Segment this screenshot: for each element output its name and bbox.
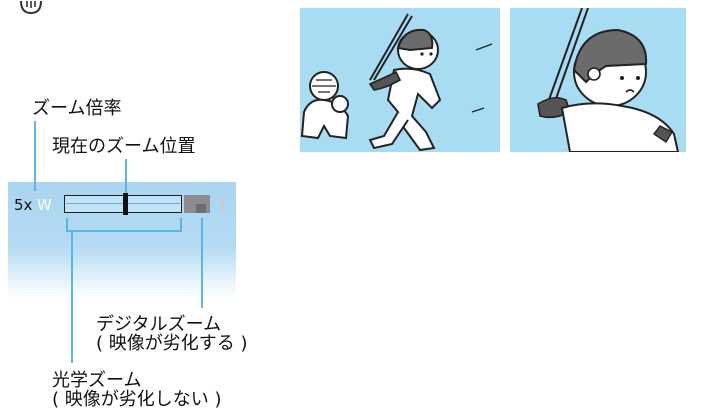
zoom-position-marker: [123, 193, 128, 215]
digital-zoom-leader: [201, 218, 203, 308]
current-position-label: 現在のズーム位置: [52, 136, 196, 157]
hand-icon: [18, 0, 44, 19]
digital-zoom-note: ( 映像が劣化する ): [96, 333, 248, 354]
wide-label: W: [37, 196, 52, 214]
optical-zoom-bracket: [66, 230, 182, 232]
optical-zoom-bracket-left: [66, 218, 68, 232]
optical-zoom-leader: [71, 231, 73, 363]
zoom-ratio-value: 5x: [14, 196, 33, 214]
zoom-ratio-leader: [34, 121, 36, 191]
zoom-ratio-label: ズーム倍率: [32, 98, 122, 119]
optical-zoom-bracket-right: [180, 218, 182, 232]
tele-label: T: [218, 196, 228, 214]
digital-zoom-inner: [196, 204, 206, 213]
optical-zoom-note: ( 映像が劣化しない ): [52, 389, 222, 410]
wide-zoom-illustration: [300, 8, 500, 152]
digital-zoom-label: デジタルズーム: [96, 314, 222, 335]
optical-zoom-label: 光学ズーム: [52, 370, 142, 391]
current-position-leader: [125, 159, 127, 193]
tele-zoom-illustration: [510, 8, 686, 152]
